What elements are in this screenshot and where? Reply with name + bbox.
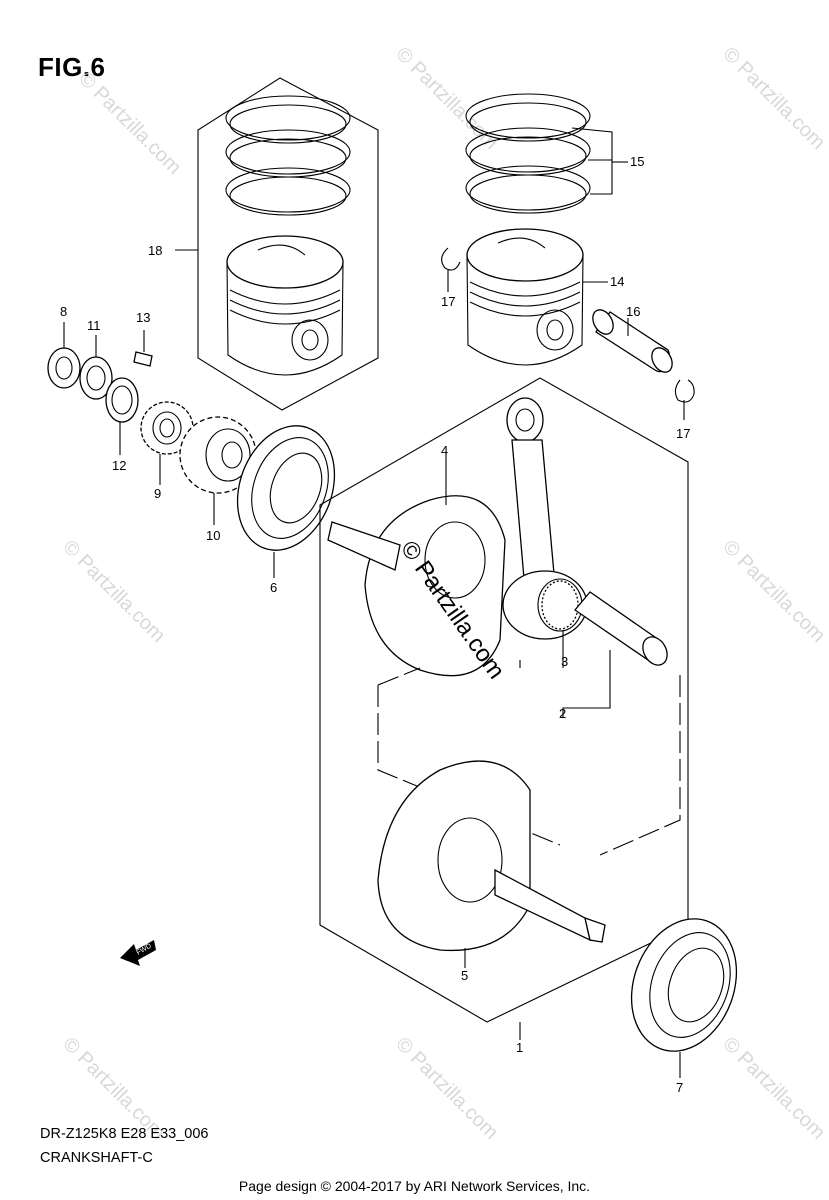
watermark-text: © Partzilla.com — [74, 68, 185, 179]
callout-label[interactable]: 8 — [60, 304, 67, 319]
crank-web-left — [377, 760, 606, 968]
callout-label[interactable]: 14 — [610, 274, 624, 289]
callout-label[interactable]: 17 — [441, 294, 455, 309]
piston-pin — [592, 309, 673, 373]
callout-label[interactable]: 5 — [461, 968, 468, 983]
diagram-canvas: © Partzilla.com © Partzilla.com © Partzi… — [47, 43, 829, 1144]
callout-label[interactable]: 2 — [559, 706, 566, 721]
key — [133, 330, 153, 367]
callout-label[interactable]: 7 — [676, 1080, 683, 1095]
piston-set-box — [197, 77, 379, 411]
callout-label[interactable]: 4 — [441, 443, 448, 458]
callout-label[interactable]: 1 — [516, 1040, 523, 1055]
callout-label[interactable]: 16 — [626, 304, 640, 319]
callout-label[interactable]: 12 — [112, 458, 126, 473]
crankshaft-assembly-box — [319, 377, 689, 1040]
oil-seal — [47, 322, 81, 389]
page-footer: Page design © 2004-2017 by ARI Network S… — [238, 1178, 591, 1194]
watermark-text: © Partzilla.com — [58, 536, 169, 647]
piston-pin-clip-left — [441, 247, 461, 292]
callout-label[interactable]: 3 — [561, 654, 568, 669]
section-name: CRANKSHAFT-C — [40, 1150, 153, 1166]
callout-label[interactable]: 18 — [148, 243, 162, 258]
callout-label[interactable]: 6 — [270, 580, 277, 595]
watermark-text: © Partzilla.com — [391, 1033, 502, 1144]
callout-label[interactable]: 11 — [87, 318, 101, 333]
collar — [79, 335, 113, 400]
primary-drive-gear — [140, 401, 194, 485]
washer — [105, 377, 139, 455]
watermark-text: © Partzilla.com — [718, 536, 829, 647]
callout-label[interactable]: 17 — [676, 426, 690, 441]
callout-labels: 1 2 3 4 5 6 7 8 9 10 11 12 13 14 15 16 1… — [60, 154, 690, 1095]
model-code: DR-Z125K8 E28 E33_006 — [40, 1126, 209, 1142]
watermark-text: © Partzilla.com — [718, 1033, 829, 1144]
callout-label[interactable]: 15 — [630, 154, 644, 169]
fwd-arrow-icon: FWD — [120, 940, 156, 966]
crankshaft-bearing-right — [630, 918, 738, 1078]
crankshaft-bearing-left — [236, 425, 336, 578]
callout-label[interactable]: 13 — [136, 310, 150, 325]
crank-web-right — [327, 453, 506, 677]
figure-title: FIG.6 — [38, 52, 106, 82]
crank-pin-bearing — [541, 580, 579, 668]
watermark-text: © Partzilla.com — [391, 43, 502, 154]
piston-pin-clip-right — [674, 379, 695, 420]
callout-label[interactable]: 9 — [154, 486, 161, 501]
piston — [466, 228, 608, 366]
crank-pin — [562, 591, 668, 718]
piston-rings — [465, 93, 628, 214]
callout-label[interactable]: 10 — [206, 528, 220, 543]
leader-lines — [175, 249, 521, 668]
watermark-text: © Partzilla.com — [718, 43, 829, 154]
